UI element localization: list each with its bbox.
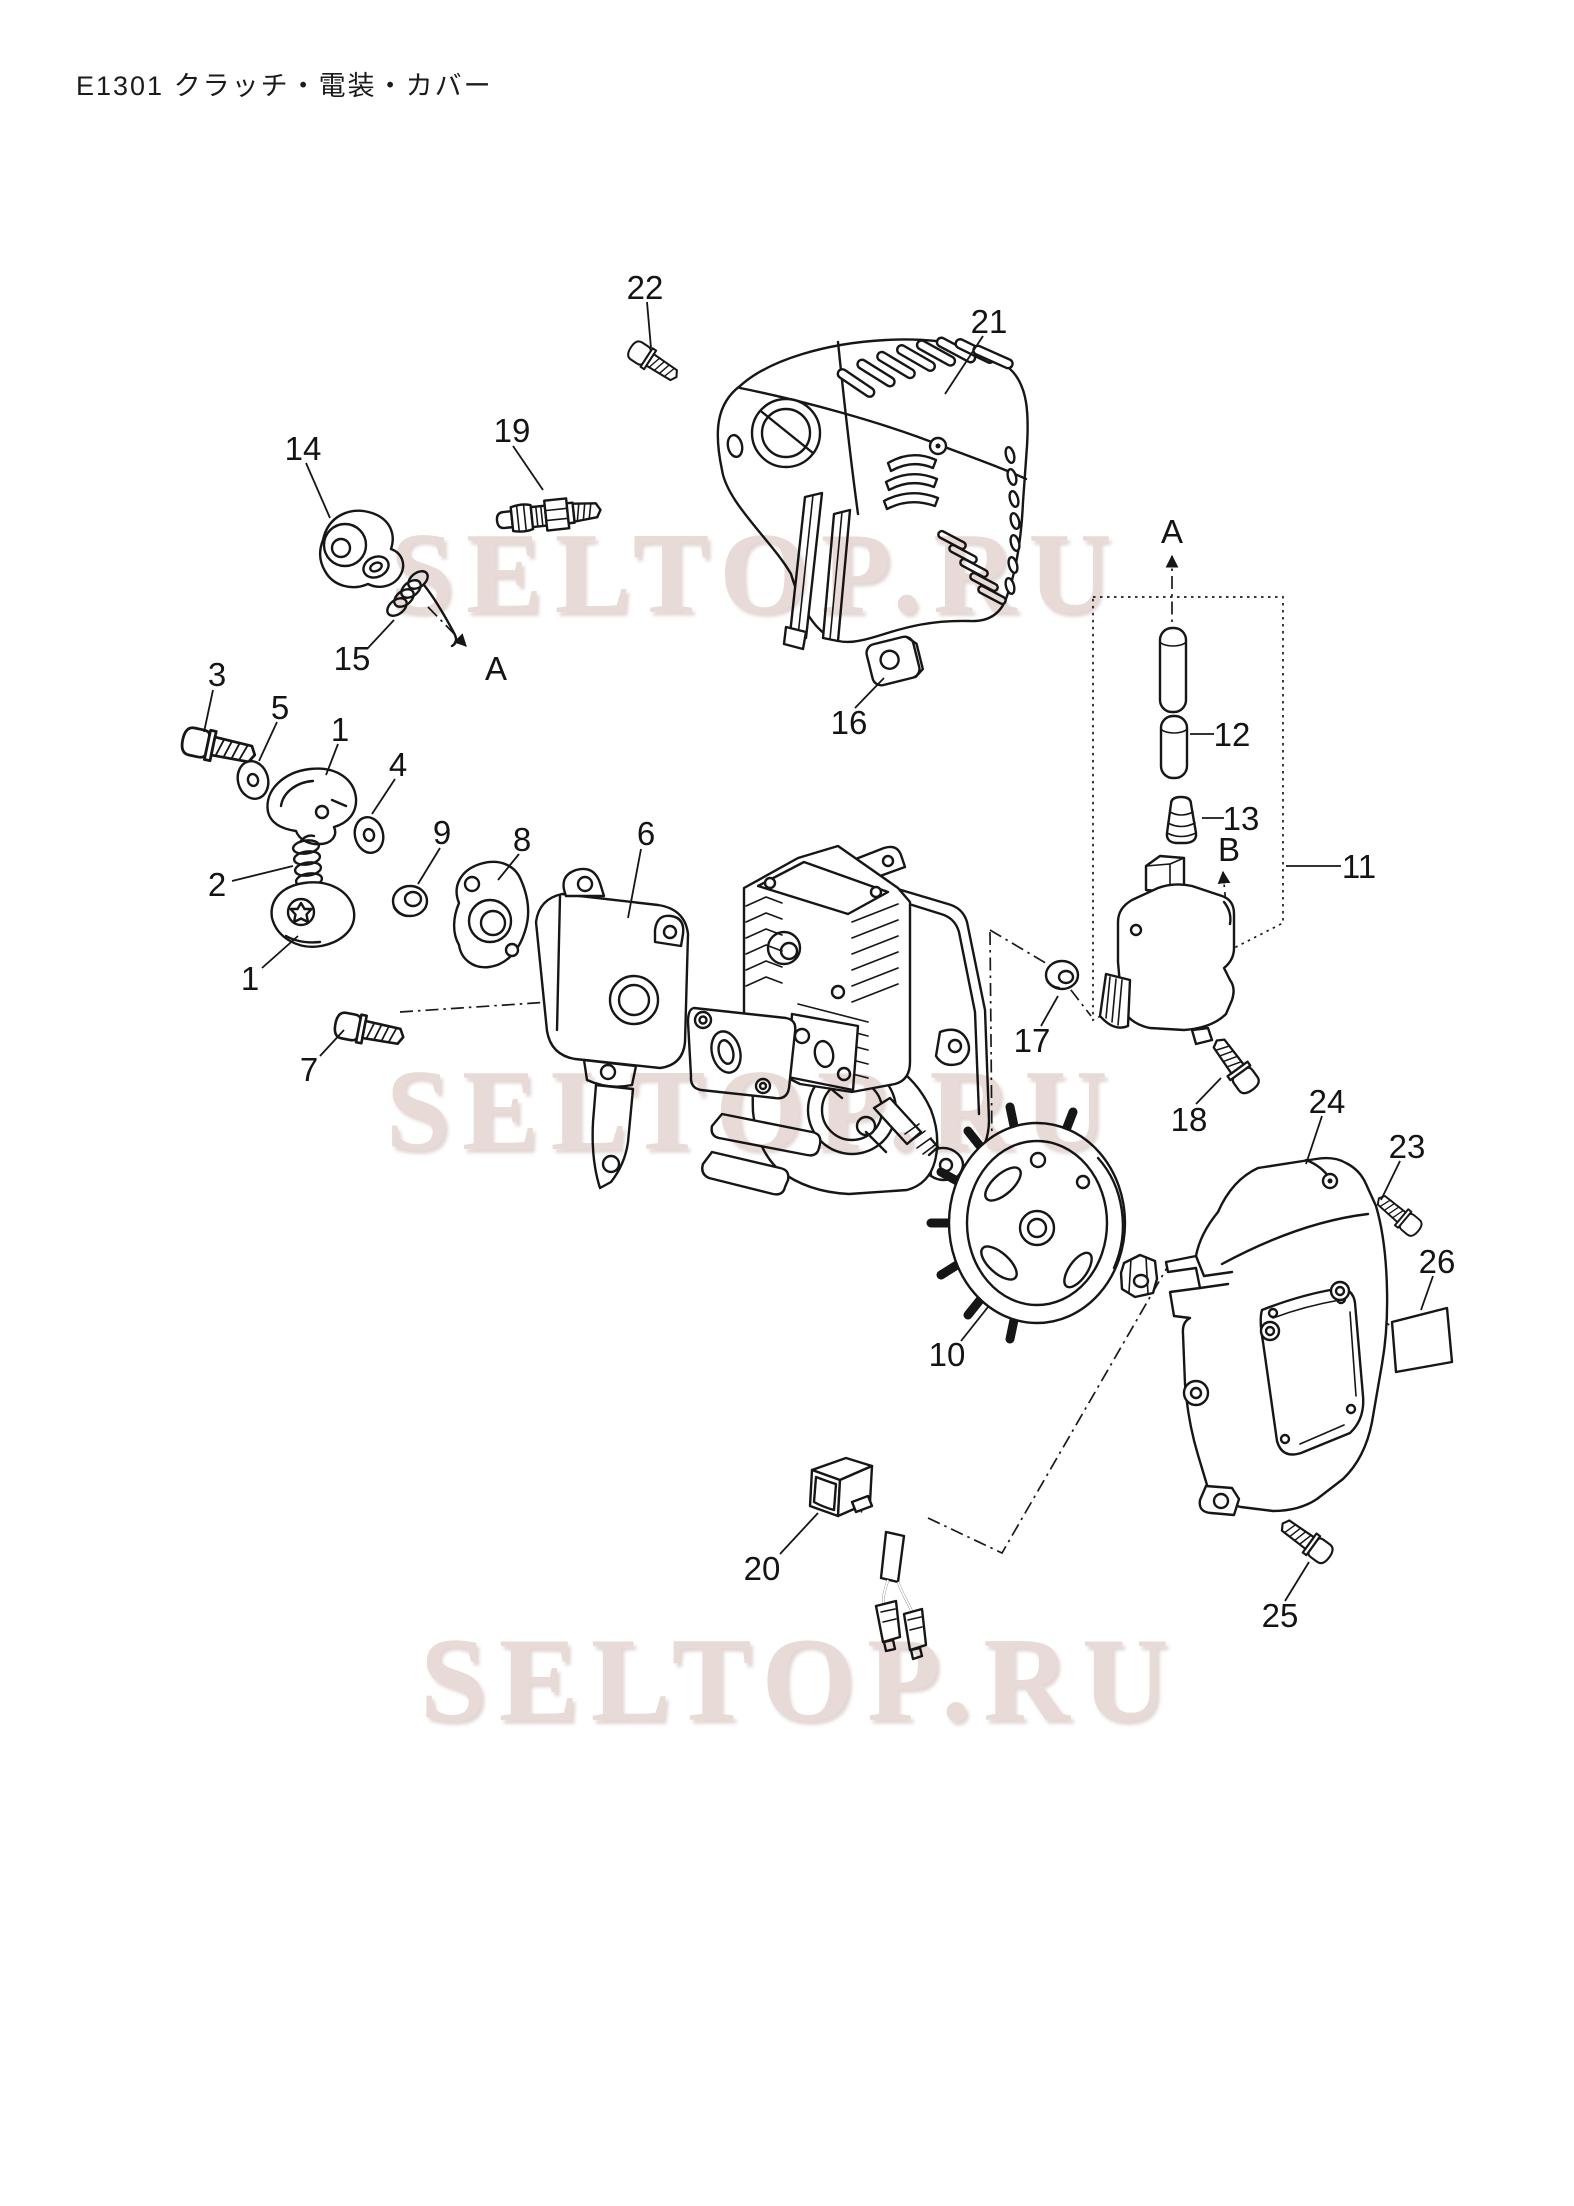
leader-line-25 xyxy=(1284,1561,1310,1602)
part-callout-17: 17 xyxy=(1014,1022,1051,1059)
part-callout-9: 9 xyxy=(433,814,451,851)
leader-line-23 xyxy=(1380,1160,1401,1201)
part-24-fan-cover xyxy=(1164,1156,1389,1517)
part-callout-25: 25 xyxy=(1262,1597,1299,1634)
leader-line-4 xyxy=(371,778,396,815)
leader-line-22 xyxy=(646,301,652,349)
part-18-screw xyxy=(1205,1032,1264,1099)
part-callout-13: 13 xyxy=(1223,800,1260,837)
part-8-clutch-flange xyxy=(452,860,530,969)
leader-line-6 xyxy=(627,848,642,919)
part-15-spring xyxy=(386,570,458,648)
leader-line-2 xyxy=(231,865,294,882)
part-21-engine-cover xyxy=(716,336,1029,651)
leader-line-21 xyxy=(944,335,984,395)
part-callout-A: A xyxy=(1161,513,1183,550)
part-callout-3: 3 xyxy=(208,656,226,693)
part-callout-4: 4 xyxy=(389,746,407,783)
part-5-washer xyxy=(236,760,270,800)
leader-line-10 xyxy=(960,1306,989,1342)
part-callout-1: 1 xyxy=(241,960,259,997)
leader-line-14 xyxy=(305,462,331,519)
part-25-screw xyxy=(1274,1512,1338,1568)
detail-box-11 xyxy=(1092,596,1284,1022)
part-callout-2: 2 xyxy=(208,866,226,903)
part-callout-8: 8 xyxy=(513,821,531,858)
part-callout-12: 12 xyxy=(1214,716,1251,753)
watermark-text: SELTOP.RU xyxy=(390,510,1124,637)
part-19-spark-plug xyxy=(495,497,602,533)
part-callout-22: 22 xyxy=(627,269,664,306)
part-callout-6: 6 xyxy=(637,815,655,852)
part-10-flywheel xyxy=(926,1102,1127,1344)
part-9-spacer xyxy=(391,884,429,918)
part-13-grommet xyxy=(1165,795,1198,845)
part-callout-18: 18 xyxy=(1171,1101,1208,1138)
leader-line-20 xyxy=(779,1512,819,1555)
leader-line-8 xyxy=(497,853,520,881)
part-1-clutch-shoe-upper xyxy=(266,767,358,846)
part-16-clip-nut xyxy=(865,635,925,687)
part-callout-B: B xyxy=(1218,831,1240,868)
leader-line-9 xyxy=(417,847,441,885)
part-callout-19: 19 xyxy=(494,412,531,449)
part-2-clutch-spring xyxy=(291,834,324,900)
part-callout-5: 5 xyxy=(271,689,289,726)
watermark-text: SELTOP.RU xyxy=(420,1613,1181,1746)
part-callout-20: 20 xyxy=(744,1550,781,1587)
part-20-stop-switch xyxy=(808,1456,928,1661)
watermark-text: SELTOP.RU xyxy=(386,1047,1120,1174)
part-callout-7: 7 xyxy=(300,1051,318,1088)
part-6-clutch-case xyxy=(534,867,690,1190)
carb-spacer xyxy=(686,1006,797,1100)
part-26-label-plate xyxy=(1390,1306,1454,1374)
part-callout-11: 11 xyxy=(1342,848,1376,885)
leader-line-26 xyxy=(1420,1275,1434,1311)
part-callout-1: 1 xyxy=(331,711,349,748)
part-11-ignition-coil xyxy=(1098,854,1236,1046)
part-1-clutch-shoe-lower xyxy=(270,881,356,948)
leader-line-15 xyxy=(366,619,395,650)
leader-line-19 xyxy=(512,445,544,491)
part-callout-A: A xyxy=(485,650,507,687)
part-callout-16: 16 xyxy=(831,704,868,741)
part-22-screw xyxy=(623,337,684,388)
part-14-plug-cap xyxy=(319,509,405,589)
leader-line-24 xyxy=(1305,1115,1323,1165)
flywheel-nut xyxy=(1119,1253,1159,1299)
part-callout-24: 24 xyxy=(1309,1083,1346,1120)
leader-line-5 xyxy=(258,721,278,762)
part-callout-23: 23 xyxy=(1389,1128,1426,1165)
part-callout-10: 10 xyxy=(929,1336,966,1373)
leader-line-17 xyxy=(1040,995,1059,1027)
cylinder-block xyxy=(742,844,912,1094)
part-callout-14: 14 xyxy=(285,430,322,467)
page-title: E1301 クラッチ・電装・カバー xyxy=(76,71,493,101)
part-callout-15: 15 xyxy=(334,640,371,677)
part-4-washer xyxy=(353,816,385,854)
part-callout-26: 26 xyxy=(1419,1243,1456,1280)
leader-line-1 xyxy=(325,743,339,776)
leader-lines xyxy=(203,301,1434,1602)
leader-line-7 xyxy=(319,1029,345,1057)
leader-line-1 xyxy=(261,935,299,969)
part-callout-21: 21 xyxy=(971,303,1008,340)
leader-line-16 xyxy=(854,677,885,709)
leader-line-3 xyxy=(203,689,214,733)
part-17-bushing xyxy=(1044,959,1080,991)
leader-line-18 xyxy=(1195,1077,1222,1105)
part-12-tubes xyxy=(1158,626,1189,780)
